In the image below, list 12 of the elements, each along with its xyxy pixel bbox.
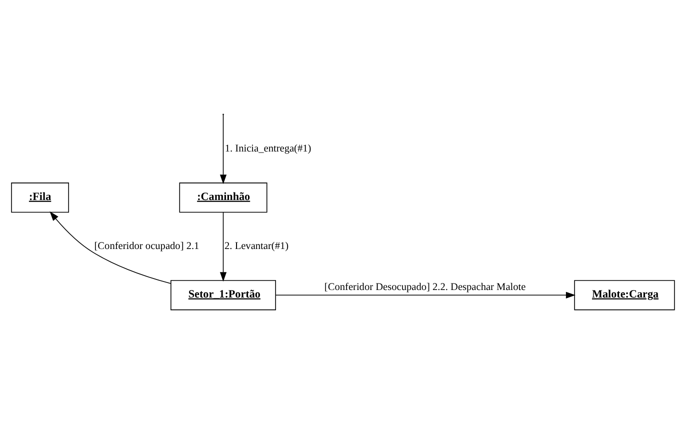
edge-label: 2. Levantar(#1) — [224, 240, 289, 252]
node-box: Malote:Carga — [574, 280, 675, 310]
node-box: :Caminhão — [179, 182, 268, 212]
arrow — [50, 210, 172, 284]
node-box: :Fila — [11, 182, 69, 212]
node-box: Setor_1:Portão — [170, 280, 276, 310]
edge-label: 1. Inicia_entrega(#1) — [224, 143, 312, 154]
arrow — [220, 211, 227, 282]
edge-label: [Conferidor ocupado] 2.1 — [94, 240, 200, 252]
arrow — [275, 291, 576, 298]
edge-label: [Conferidor Desocupado] 2.2. Despachar Malote — [324, 281, 526, 292]
arrow — [220, 114, 227, 184]
